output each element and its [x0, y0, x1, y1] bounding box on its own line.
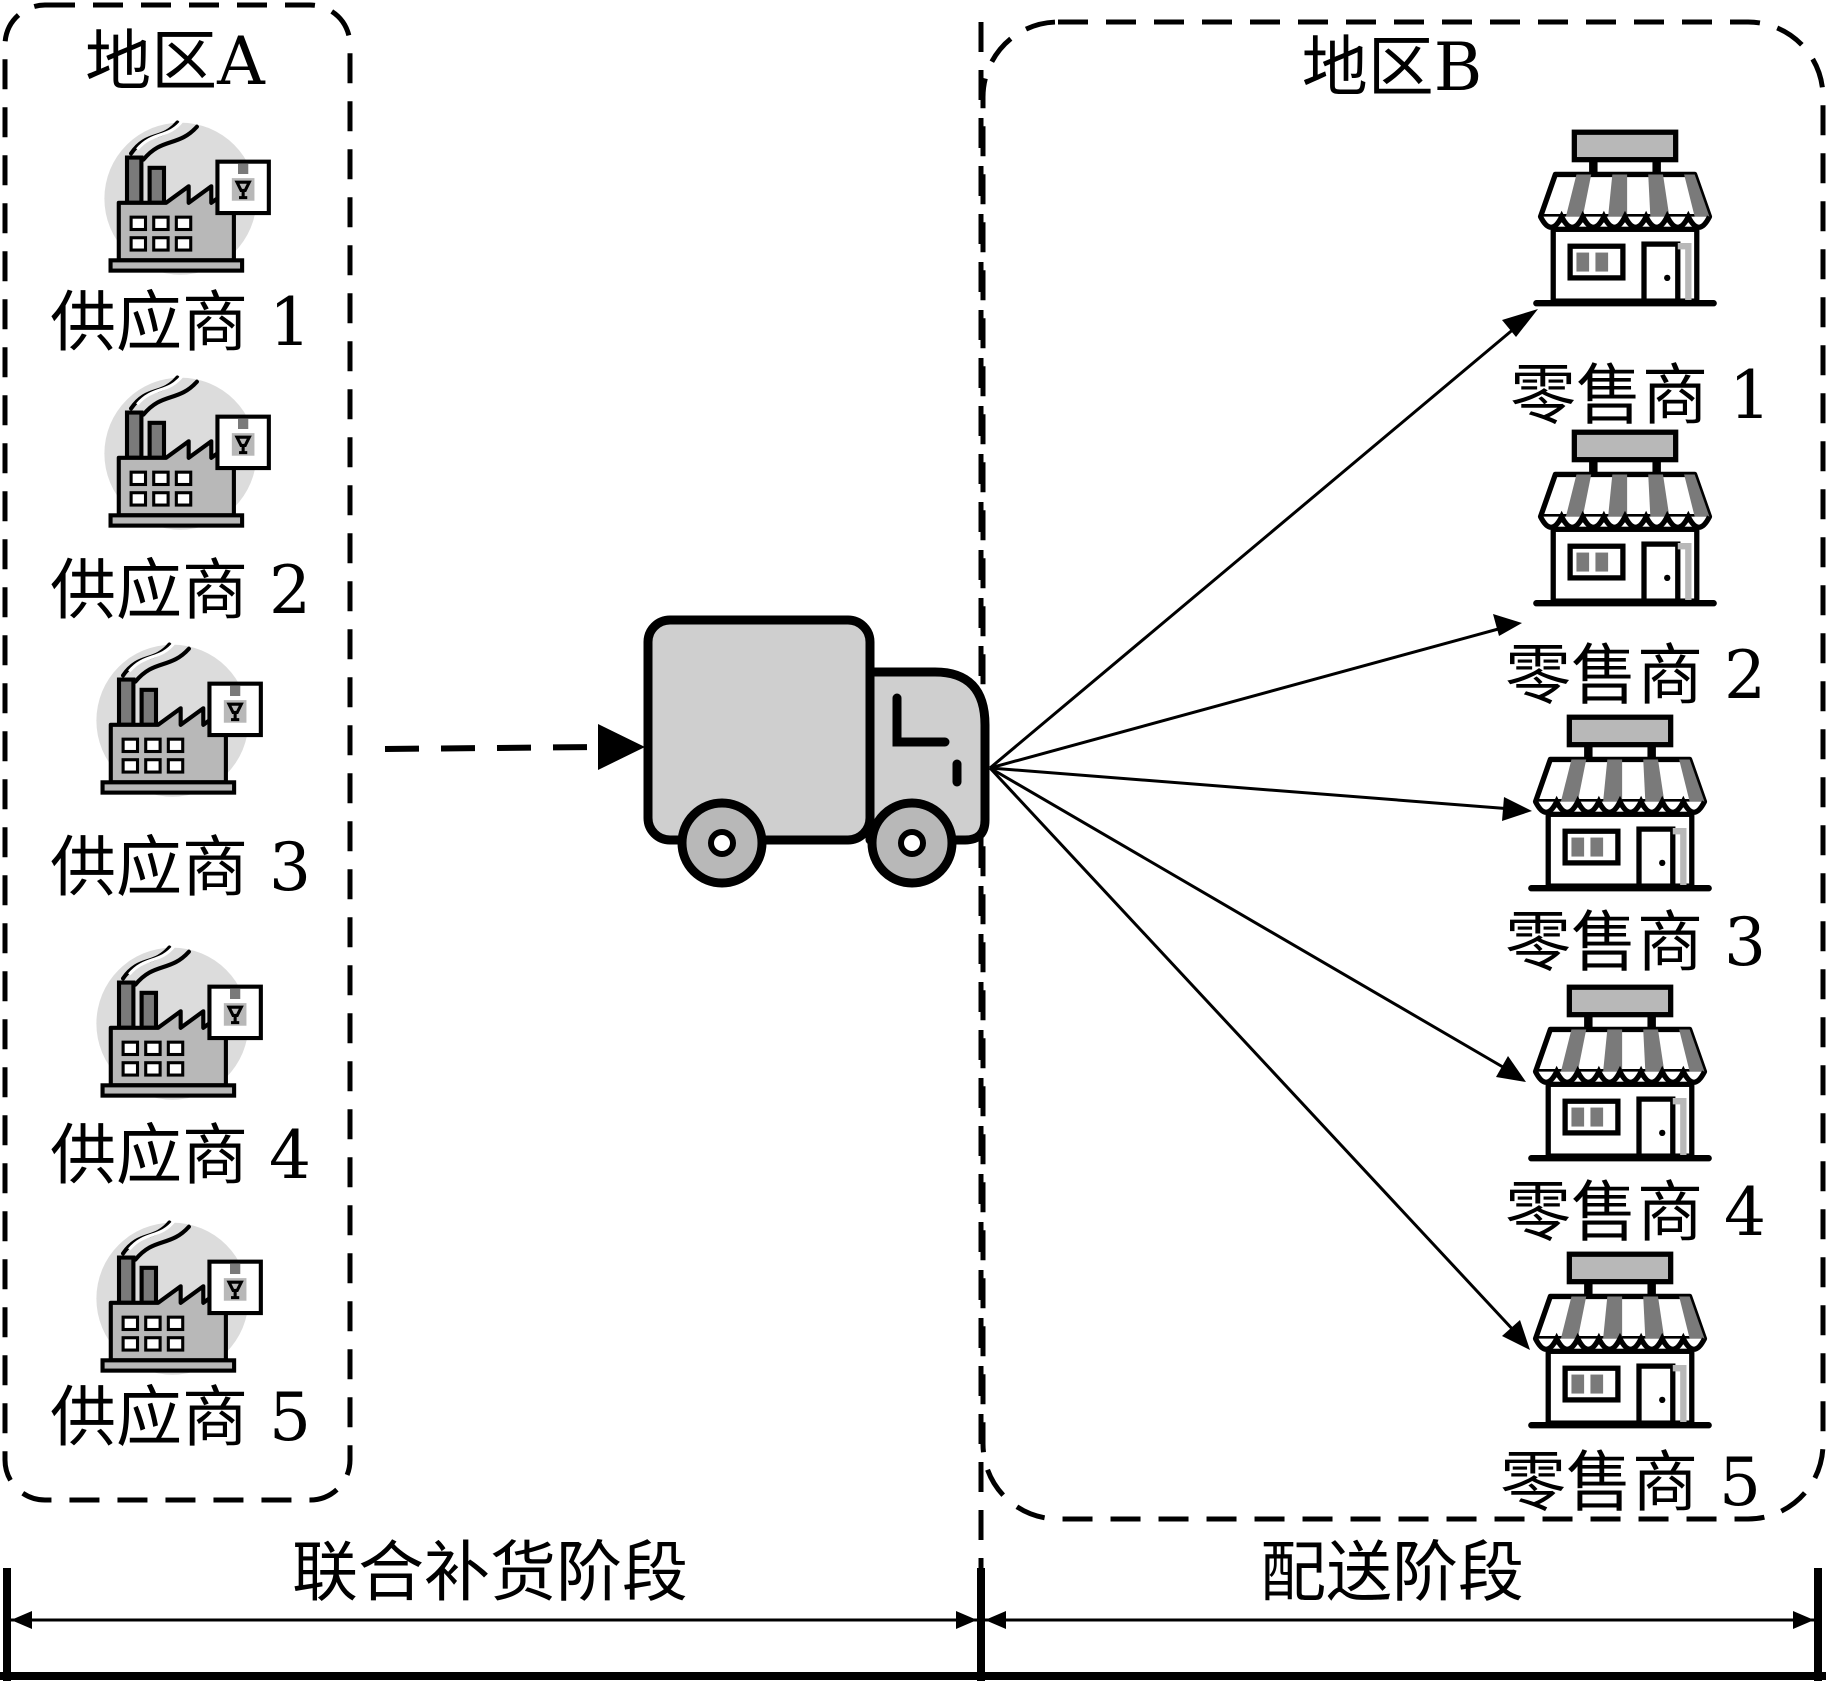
store-icon: [1536, 432, 1713, 603]
retailer-label: 零售商 3: [1505, 904, 1766, 981]
delivery-arrow-3: [989, 766, 1513, 811]
supplier-label: 供应商 5: [50, 1379, 311, 1456]
store-icon: [1536, 132, 1713, 303]
replenishment-arrowhead: [598, 724, 645, 770]
supplier-2: 供应商 2: [50, 376, 311, 629]
retailer-label: 零售商 1: [1510, 357, 1771, 434]
supplier-3: 供应商 3: [50, 643, 311, 906]
delivery-arrows: [988, 309, 1538, 1350]
supplier-label: 供应商 2: [50, 552, 311, 629]
factory-icon: [96, 1221, 260, 1375]
region-b-label: 地区B: [1302, 29, 1483, 106]
retailer-label: 零售商 5: [1500, 1444, 1761, 1521]
delivery-phase-label: 配送阶段: [1260, 1534, 1524, 1611]
supplier-1: 供应商 1: [50, 121, 311, 361]
factory-icon: [104, 376, 268, 530]
delivery-arrow-4: [989, 766, 1509, 1072]
delivery-arrowhead-1: [1502, 309, 1538, 337]
supplier-5: 供应商 5: [50, 1221, 311, 1456]
retailer-label: 零售商 4: [1505, 1174, 1766, 1251]
retailer-3: 零售商 3: [1505, 717, 1766, 981]
delivery-arrowhead-5: [1502, 1320, 1530, 1350]
supplier-label: 供应商 3: [50, 829, 311, 906]
retailer-4: 零售商 4: [1505, 987, 1766, 1251]
factory-icon: [104, 121, 268, 275]
retailer-2: 零售商 2: [1505, 432, 1766, 714]
store-icon: [1531, 987, 1708, 1158]
delivery-arrow-1: [989, 320, 1523, 770]
replenishment-span-arrowhead-left: [11, 1611, 32, 1629]
replenishment-span-arrowhead-right: [956, 1611, 977, 1629]
delivery-arrow-5: [988, 766, 1518, 1335]
delivery-arrowhead-3: [1502, 797, 1532, 821]
delivery-arrow-2: [989, 626, 1503, 770]
factory-icon: [96, 946, 260, 1100]
retailer-1: 零售商 1: [1510, 132, 1771, 434]
supplier-4: 供应商 4: [50, 946, 311, 1194]
replenishment-phase-label: 联合补货阶段: [292, 1534, 688, 1611]
factory-icon: [96, 643, 260, 797]
delivery-arrowhead-2: [1493, 614, 1522, 636]
phase-timeline: [0, 1568, 1826, 1681]
delivery-span-arrowhead-right: [1793, 1611, 1814, 1629]
replenishment-arrow: [384, 744, 601, 752]
store-icon: [1531, 1254, 1708, 1425]
region-a-label: 地区A: [85, 23, 266, 100]
delivery-span-arrowhead-left: [985, 1611, 1006, 1629]
supplier-label: 供应商 1: [50, 284, 311, 361]
region-a-border: [2, 2, 353, 1503]
retailer-label: 零售商 2: [1505, 637, 1766, 714]
store-icon: [1531, 717, 1708, 888]
supplier-label: 供应商 4: [50, 1117, 311, 1194]
delivery-arrowhead-4: [1496, 1056, 1526, 1082]
truck-icon: [643, 615, 990, 888]
retailer-5: 零售商 5: [1500, 1254, 1761, 1521]
